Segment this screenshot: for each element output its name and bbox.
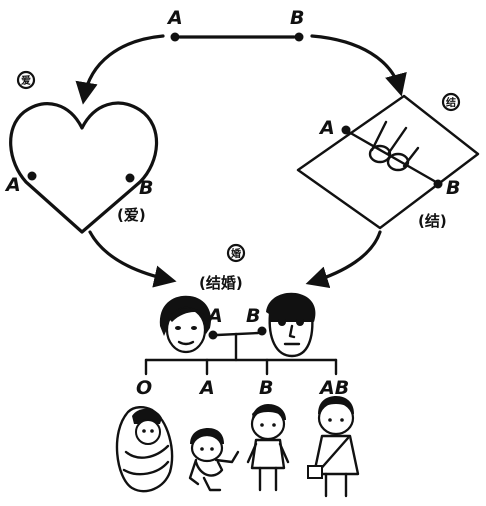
love-seal-text: 爱 <box>21 74 31 87</box>
cord-end-2 <box>386 126 408 156</box>
knot-label-b: B <box>446 177 460 199</box>
top-pair: A B <box>166 7 304 42</box>
child-label-a: A <box>198 377 215 399</box>
knot-seal: 结 <box>441 92 461 112</box>
love-seal: 爱 <box>16 70 36 90</box>
knot-loop-right <box>386 152 410 172</box>
wife-face <box>159 295 212 354</box>
heart-shape <box>9 101 159 234</box>
arrow-top-to-knot <box>310 34 407 97</box>
heart-caption: (爱) <box>117 206 146 224</box>
arrow-top-to-heart <box>75 34 165 105</box>
marriage-line <box>215 331 260 337</box>
top-dot-a <box>170 32 180 42</box>
knot-label-a: A <box>318 117 335 139</box>
child-o-baby <box>115 406 174 493</box>
child-ab-older <box>307 396 360 498</box>
knot-dot-b <box>433 179 443 189</box>
arrow-knot-to-marriage <box>305 230 382 289</box>
child-label-b: B <box>259 377 273 399</box>
paper-sheet <box>296 94 480 230</box>
child-label-o: O <box>136 377 152 399</box>
top-dot-b <box>294 32 304 42</box>
wife-label-a: A <box>206 305 223 327</box>
marriage-seal-text: 婚 <box>231 247 241 260</box>
knot-caption: (结) <box>418 212 447 230</box>
knot-paper-group: 结 A B (结) <box>296 92 480 230</box>
top-label-b: B <box>290 7 304 29</box>
arrow-heart-to-marriage <box>88 230 177 288</box>
husband-dot <box>257 326 267 336</box>
husband-label-b: B <box>246 305 260 327</box>
child-a-toddler <box>188 428 240 492</box>
heart-dot-b <box>125 173 135 183</box>
child-b-standing <box>246 404 290 492</box>
heart-label-a: A <box>4 174 21 196</box>
family-tree-lines <box>144 332 338 376</box>
cord-end-3 <box>402 146 420 168</box>
knot-seal-text: 结 <box>446 96 456 109</box>
marriage-caption: (结婚) <box>199 274 243 292</box>
heart-label-b: B <box>139 177 153 199</box>
knot-loop-left <box>368 144 392 164</box>
cord-end-1 <box>370 120 388 152</box>
husband-face <box>266 292 316 358</box>
knot-dot-a <box>341 125 351 135</box>
love-heart-group: 爱 A B (爱) <box>4 70 159 234</box>
marriage-seal: 婚 <box>226 243 246 263</box>
heart-dot-a <box>27 171 37 181</box>
marriage-group: 婚 (结婚) A B <box>159 243 316 358</box>
top-label-a: A <box>166 7 183 29</box>
wife-dot <box>208 330 218 340</box>
child-label-ab: AB <box>318 377 349 399</box>
